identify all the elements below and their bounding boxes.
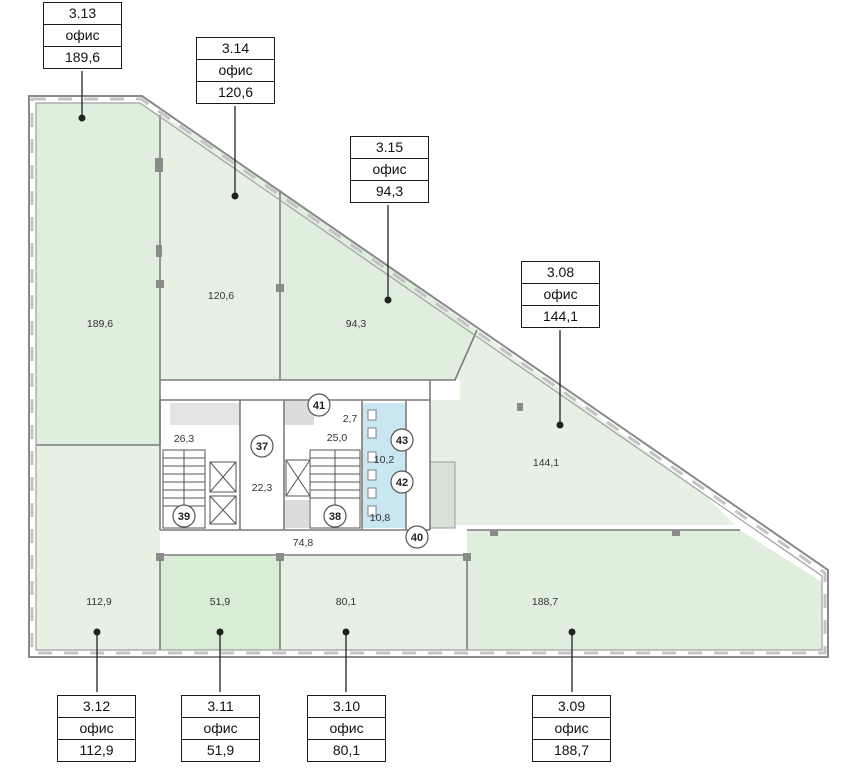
- label-3-15-area: 94,3: [351, 180, 428, 202]
- area-51-9: 51,9: [210, 596, 231, 608]
- label-3-12[interactable]: 3.12 офис 112,9: [57, 695, 136, 762]
- circle-38: 38: [329, 511, 341, 523]
- label-3-12-id: 3.12: [82, 698, 111, 714]
- columns: [155, 158, 680, 561]
- numbered-circles: 37 38 39 40 41 42 43: [172, 393, 429, 549]
- label-3-11-type: офис: [182, 717, 259, 739]
- label-3-10[interactable]: 3.10 офис 80,1: [307, 695, 386, 762]
- label-3-10-area: 80,1: [308, 739, 385, 761]
- area-188-7: 188,7: [532, 596, 558, 608]
- stairs-left: [162, 449, 206, 529]
- area-shaft: 2,7: [343, 413, 358, 425]
- label-3-13-area: 189,6: [44, 46, 121, 68]
- office-3-14-area[interactable]: [160, 115, 280, 380]
- label-3-15[interactable]: 3.15 офис 94,3: [350, 136, 429, 203]
- area-wc2: 10,8: [370, 512, 391, 524]
- wc-fixtures: [367, 409, 377, 517]
- office-3-15-area[interactable]: [280, 190, 477, 380]
- office-3-11-area[interactable]: [160, 555, 280, 650]
- label-3-08[interactable]: 3.08 офис 144,1: [521, 261, 600, 328]
- label-3-08-type: офис: [522, 283, 599, 305]
- label-3-15-type: офис: [351, 158, 428, 180]
- label-3-11-id: 3.11: [207, 698, 234, 714]
- label-3-13-type: офис: [44, 24, 121, 46]
- office-3-08-area[interactable]: [430, 330, 735, 525]
- label-3-15-id: 3.15: [375, 139, 404, 155]
- office-3-09-area[interactable]: [467, 530, 822, 650]
- label-3-12-type: офис: [58, 717, 135, 739]
- label-3-13[interactable]: 3.13 офис 189,6: [43, 2, 122, 69]
- label-3-14-type: офис: [197, 59, 274, 81]
- label-3-09-type: офис: [533, 717, 610, 739]
- label-3-10-id: 3.10: [332, 698, 361, 714]
- circle-41: 41: [313, 400, 325, 412]
- core-corridor: [160, 380, 460, 400]
- office-3-12-area[interactable]: [36, 445, 160, 650]
- area-120-6: 120,6: [208, 290, 234, 302]
- area-corridor: 74,8: [293, 537, 314, 549]
- label-3-11-area: 51,9: [182, 739, 259, 761]
- label-3-08-id: 3.08: [546, 264, 575, 280]
- label-3-08-area: 144,1: [522, 305, 599, 327]
- stair-shaft-2: [284, 500, 309, 528]
- lifts-left: [209, 461, 237, 525]
- label-3-11[interactable]: 3.11 офис 51,9: [181, 695, 260, 762]
- area-80-1: 80,1: [336, 596, 357, 608]
- area-112-9: 112,9: [86, 596, 112, 608]
- room-area-texts: 189,6 120,6 94,3 144,1 112,9 51,9 80,1 1…: [86, 290, 559, 608]
- circle-42: 42: [396, 477, 408, 489]
- area-hall2: 25,0: [327, 432, 348, 444]
- office-3-13-area[interactable]: [36, 103, 160, 445]
- label-3-13-id: 3.13: [68, 5, 97, 21]
- label-3-14-area: 120,6: [197, 81, 274, 103]
- service-block: [429, 461, 456, 529]
- area-wc1: 10,2: [374, 454, 395, 466]
- office-3-10-area[interactable]: [280, 555, 467, 650]
- leader-lines: [81, 71, 573, 692]
- label-3-14[interactable]: 3.14 офис 120,6: [196, 37, 275, 104]
- circle-37: 37: [256, 441, 268, 453]
- label-3-12-area: 112,9: [58, 739, 135, 761]
- lift-shaft-1: [170, 403, 240, 425]
- label-3-14-id: 3.14: [221, 40, 250, 56]
- area-189-6: 189,6: [87, 318, 113, 330]
- facade: [28, 95, 829, 658]
- circle-39: 39: [178, 511, 190, 523]
- circle-43: 43: [396, 435, 408, 447]
- area-lobby: 26,3: [174, 433, 195, 445]
- area-94-3: 94,3: [346, 318, 367, 330]
- label-3-10-type: офис: [308, 717, 385, 739]
- label-3-09-area: 188,7: [533, 739, 610, 761]
- leader-dots: [78, 114, 576, 636]
- area-hall: 22,3: [252, 482, 273, 494]
- area-144-1: 144,1: [533, 457, 559, 469]
- lifts-right: [285, 459, 311, 497]
- label-3-09[interactable]: 3.09 офис 188,7: [532, 695, 611, 762]
- label-3-09-id: 3.09: [557, 698, 586, 714]
- circle-40: 40: [411, 532, 423, 544]
